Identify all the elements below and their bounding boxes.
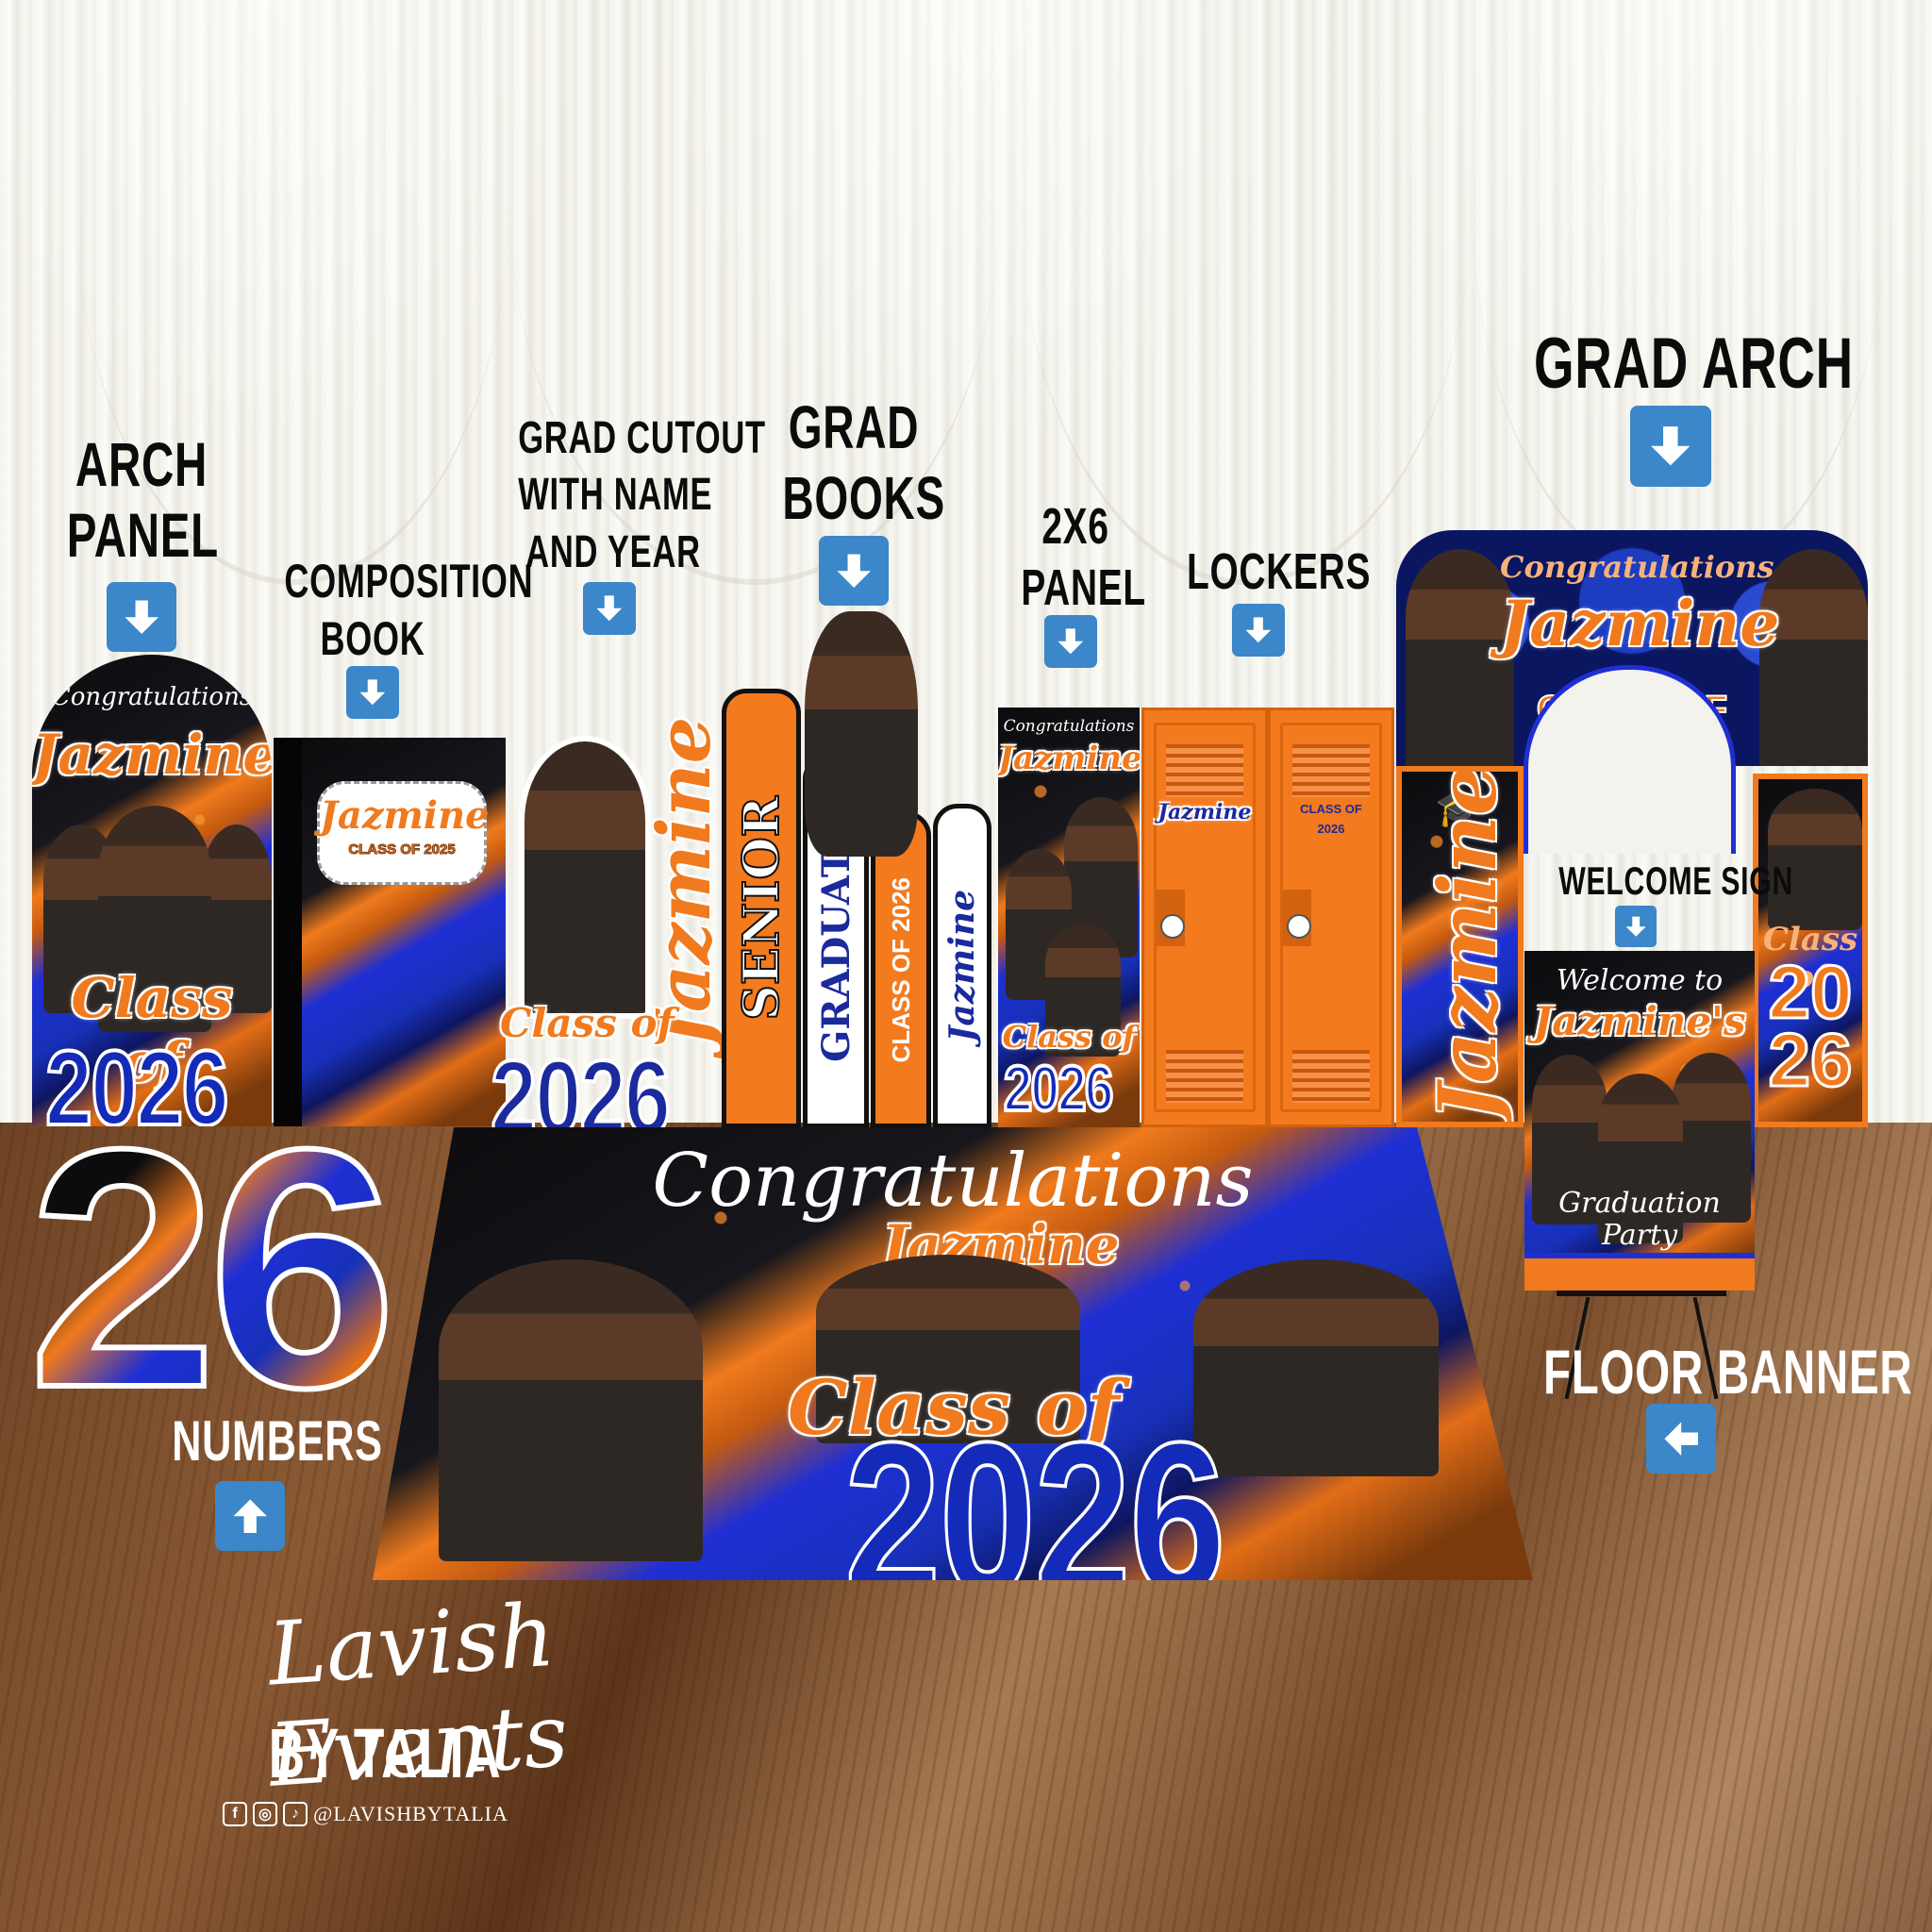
label-grad-arch: GRAD ARCH [1534, 324, 1854, 404]
instagram-icon[interactable]: ◎ [253, 1802, 277, 1826]
grad-arch-top: Congratulations Jazmine CLASS OF 2026 [1396, 530, 1868, 766]
arrow-up-icon [215, 1481, 285, 1551]
name-label-plate: Jazmine CLASS OF 2025 [317, 781, 490, 885]
arrow-down-icon [1615, 906, 1657, 947]
label-lockers: LOCKERS [1187, 543, 1372, 600]
graduate-photo [202, 824, 272, 1013]
arrow-down-icon [819, 536, 889, 606]
curtain-swag [75, 0, 509, 585]
locker-right: CLASS OF 2026 [1268, 708, 1394, 1127]
curtain-swag [1472, 0, 1887, 585]
composition-book: Jazmine CLASS OF 2025 [274, 738, 506, 1126]
graduate-photo [1768, 789, 1862, 930]
curtain-swag [509, 0, 1000, 585]
label-composition-book: COMPOSITION BOOK [284, 555, 534, 665]
locker-left: Jazmine [1141, 708, 1268, 1127]
seated-graduate-photo [805, 611, 918, 857]
graduate-photo [1759, 549, 1868, 766]
grad-books: SENIOR GRADUATE CLASS OF 2026 Jazmine [722, 611, 995, 1132]
social-row: f ◎ ♪ @LAVISHBYTALIA [223, 1802, 508, 1826]
label-grad-cutout: GRAD CUTOUT WITH NAME AND YEAR [518, 413, 766, 577]
label-numbers: NUMBERS [172, 1409, 383, 1473]
tiktok-icon[interactable]: ♪ [283, 1802, 308, 1826]
arrow-down-icon [107, 582, 176, 652]
book-spine: Jazmine [933, 804, 991, 1128]
brand-name: BY TALIA [268, 1714, 502, 1792]
number-cutouts: 26 [25, 1079, 399, 1458]
social-handle[interactable]: @LAVISHBYTALIA [313, 1802, 508, 1825]
grad-cutout: Jazmine Class of 2026 [489, 716, 727, 1158]
label-arch-panel: ARCH PANEL [66, 429, 219, 571]
book-spine: CLASS OF 2026 [871, 811, 931, 1128]
book-spine: SENIOR [722, 689, 801, 1128]
graduate-photo [1532, 1055, 1607, 1224]
padlock-icon [1282, 890, 1311, 946]
graduate-photo [1406, 549, 1514, 766]
graduate-photo [519, 736, 651, 1019]
grad-arch-left-pillar: 🎓 Jazmine [1396, 766, 1524, 1127]
graduate-photo [1193, 1259, 1439, 1476]
label-2x6-panel: 2X6 PANEL [1021, 498, 1146, 616]
welcome-sign: Welcome to Jazmine's Graduation Party [1524, 951, 1755, 1291]
curtain-swag [1019, 0, 1472, 585]
facebook-icon[interactable]: f [223, 1802, 247, 1826]
padlock-icon [1156, 890, 1185, 946]
arrow-down-icon [1630, 406, 1711, 487]
label-floor-banner: FLOOR BANNER [1543, 1337, 1913, 1407]
floor-banner: Congratulations Jazmine Class of 2026 [373, 1127, 1533, 1580]
grad-arch-right-pillar: Class of 20 26 [1753, 774, 1868, 1127]
easel-ledge [1557, 1291, 1726, 1296]
arrow-down-icon [583, 582, 636, 635]
grad-cap-diploma-icon: 🎓 [1435, 787, 1482, 828]
graduate-photo [1598, 1074, 1683, 1243]
label-grad-books: GRAD BOOKS [782, 393, 945, 533]
graduate-photo [98, 806, 211, 1032]
arrow-down-icon [1044, 615, 1097, 668]
arrow-left-icon [1646, 1404, 1716, 1474]
label-welcome-sign: WELCOME SIGN [1558, 858, 1794, 903]
arch-panel: Congratulations Jazmine Class of 2026 [32, 655, 272, 1126]
arrow-down-icon [346, 666, 399, 719]
panel-2x6: Congratulations Jazmine Class of 2026 [998, 708, 1140, 1127]
graduate-photo [816, 1255, 1080, 1443]
arrow-down-icon [1232, 604, 1285, 657]
graduate-photo [439, 1259, 703, 1561]
graduate-photo [1672, 1053, 1751, 1223]
arch-opening [1524, 665, 1736, 854]
graduate-photo [1045, 924, 1121, 1057]
